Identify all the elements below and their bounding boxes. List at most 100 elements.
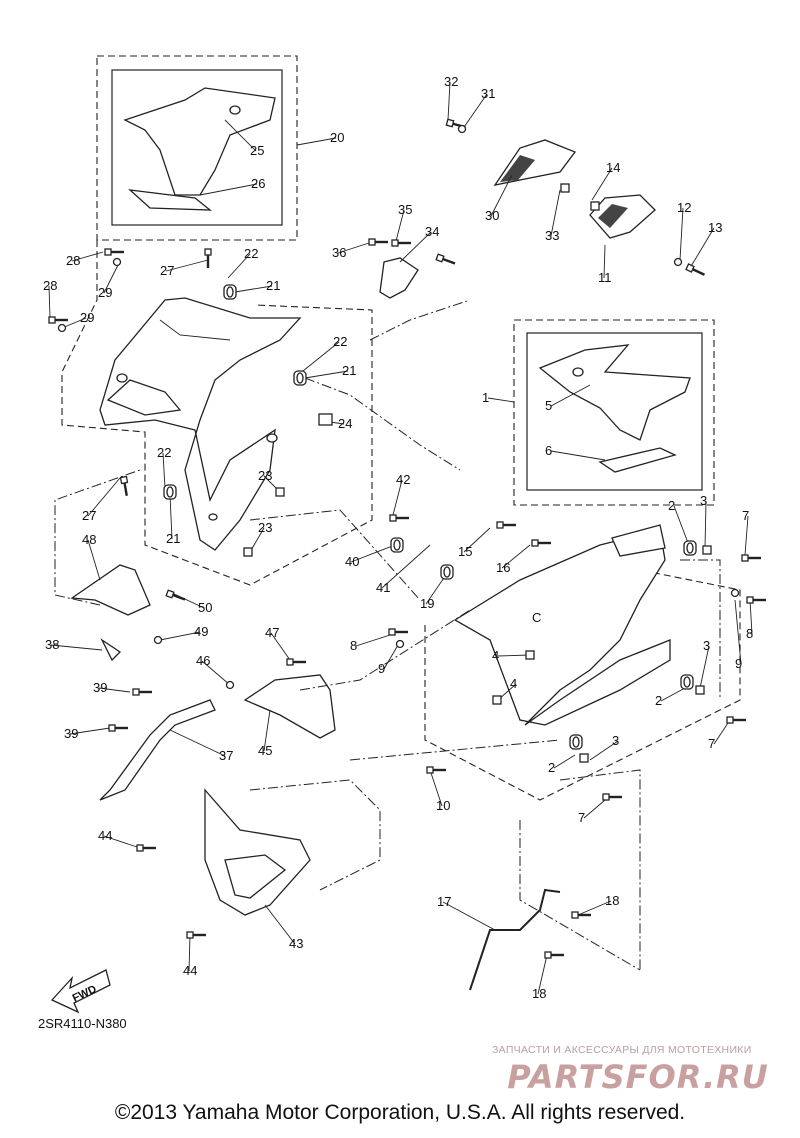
leader-line-5: [550, 384, 591, 407]
leader-line-17: [442, 901, 496, 931]
leader-line-15: [463, 527, 491, 553]
callout-4: 4: [492, 648, 499, 663]
callout-18: 18: [532, 986, 546, 1001]
callout-8: 8: [746, 626, 753, 641]
bracket-17: [469, 888, 561, 991]
grommet-icon: [163, 484, 177, 500]
reference-line: [54, 469, 141, 606]
bolt-icon: [48, 316, 68, 324]
washer-icon: [225, 680, 235, 690]
callout-9: 9: [735, 656, 742, 671]
callout-25: 25: [250, 143, 264, 158]
grommet-icon: [223, 284, 237, 300]
leader-line-32: [447, 81, 451, 121]
leader-line-33: [550, 189, 561, 237]
callout-2: 2: [668, 498, 675, 513]
reference-line: [299, 609, 471, 691]
leader-line-18: [577, 900, 612, 916]
callout-1: 1: [482, 390, 489, 405]
leader-line-9: [734, 599, 742, 665]
leader-line-44: [188, 934, 191, 972]
leader-line-8: [749, 599, 753, 635]
leader-line-27: [87, 477, 121, 517]
callout-29: 29: [80, 310, 94, 325]
washer-icon: [395, 639, 405, 649]
callout-19: 19: [420, 596, 434, 611]
upper-assembly-dashed-outline: [61, 240, 373, 586]
callout-8: 8: [350, 638, 357, 653]
callout-22: 22: [333, 334, 347, 349]
callout-22: 22: [244, 246, 258, 261]
callout-2: 2: [548, 760, 555, 775]
leader-line-2: [553, 754, 576, 769]
leader-line-28: [71, 251, 104, 262]
decal-5: [538, 344, 691, 441]
callout-20: 20: [330, 130, 344, 145]
leader-line-41: [381, 544, 431, 589]
callout-21: 21: [266, 278, 280, 293]
grommet-icon: [390, 537, 404, 553]
reference-line: [680, 559, 721, 700]
leader-line-11: [603, 244, 606, 279]
callout-46: 46: [196, 653, 210, 668]
leader-line-3: [589, 740, 619, 761]
leader-line-50: [169, 591, 205, 609]
reference-line: [304, 377, 461, 471]
callout-44: 44: [98, 828, 112, 843]
callout-18: 18: [605, 893, 619, 908]
grommet-icon: [680, 674, 694, 690]
leader-line-4: [497, 654, 531, 657]
leader-line-48: [87, 539, 101, 581]
leader-line-44: [103, 835, 141, 849]
leader-line-29: [103, 264, 119, 294]
upper-cowling-panel: [99, 297, 302, 551]
copyright-notice: ©2013 Yamaha Motor Corporation, U.S.A. A…: [114, 1101, 686, 1124]
kit-20-inner-frame: [111, 69, 283, 226]
nut-icon: [492, 695, 502, 705]
leader-line-31: [461, 93, 488, 131]
callout-16: 16: [496, 560, 510, 575]
callout-37: 37: [219, 748, 233, 763]
leader-line-28: [48, 285, 51, 319]
leader-line-7: [583, 799, 606, 819]
bolt-icon: [204, 248, 212, 268]
callout-13: 13: [708, 220, 722, 235]
callout-45: 45: [258, 743, 272, 758]
bracket-34: [379, 257, 419, 299]
reference-line: [349, 739, 561, 761]
box-icon: [318, 413, 333, 426]
callout-44: 44: [183, 963, 197, 978]
leader-line-47: [270, 632, 291, 661]
callout-30: 30: [485, 208, 499, 223]
leader-line-34: [399, 231, 432, 263]
bolt-icon: [435, 253, 456, 265]
callout-23: 23: [258, 468, 272, 483]
washer-icon: [457, 124, 467, 134]
callout-50: 50: [198, 600, 212, 615]
callout-12: 12: [677, 200, 691, 215]
leader-line-21: [304, 370, 349, 379]
callout-42: 42: [396, 472, 410, 487]
callout-39: 39: [64, 726, 78, 741]
callout-32: 32: [444, 74, 458, 89]
nut-icon: [525, 650, 535, 660]
callout-3: 3: [703, 638, 710, 653]
grommet-icon: [683, 540, 697, 556]
lower-assembly-dashed-outline: [424, 569, 741, 801]
leader-line-40: [350, 544, 396, 563]
leader-line-25: [224, 119, 257, 152]
reference-line: [519, 820, 641, 971]
leader-line-21: [234, 285, 273, 293]
bolt-icon: [368, 238, 388, 246]
kit-1-inner-frame: [526, 332, 703, 491]
stay-37: [99, 638, 216, 801]
nut-icon: [695, 685, 705, 695]
watermark-caption: ЗАПЧАСТИ И АКСЕССУАРЫ ДЛЯ МОТОТЕХНИКИ: [492, 1044, 752, 1056]
svg-text:C: C: [532, 610, 541, 625]
grommet-icon: [440, 564, 454, 580]
callout-17: 17: [437, 894, 451, 909]
callout-36: 36: [332, 245, 346, 260]
callout-31: 31: [481, 86, 495, 101]
reference-line: [369, 299, 471, 341]
